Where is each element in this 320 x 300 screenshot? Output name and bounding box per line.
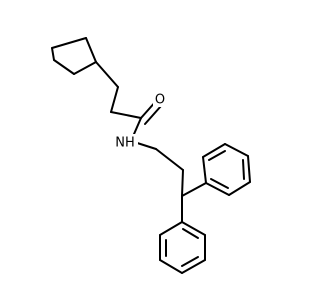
carbonyl-double-bond — [144, 105, 162, 125]
aromatic-inner-bond — [210, 178, 229, 189]
aromatic-inner-bond — [182, 228, 199, 239]
bond — [247, 155, 251, 183]
phenyl-ring-upper — [181, 143, 251, 197]
molecule-structure-diagram: O NH — [51, 37, 251, 274]
propanamide-chain — [95, 61, 162, 142]
bond — [159, 221, 183, 236]
bond — [181, 259, 206, 274]
bond — [159, 259, 183, 274]
propyl-linker — [130, 140, 184, 197]
bond — [181, 221, 206, 236]
bond — [205, 182, 230, 196]
bond — [51, 37, 87, 49]
bond — [228, 181, 251, 196]
bond — [51, 47, 55, 61]
bond — [181, 182, 207, 197]
nh-atom-label: NH — [115, 136, 135, 151]
bond — [202, 143, 226, 158]
bond — [53, 59, 75, 75]
bond — [95, 61, 119, 88]
oxygen-label-background — [153, 91, 167, 107]
aromatic-inner-bond — [242, 159, 245, 180]
oxygen-atom-label: O — [155, 93, 165, 108]
atom-labels: O NH — [114, 91, 167, 151]
nh-label-background — [114, 134, 138, 150]
phenyl-ring-lower — [159, 195, 206, 274]
bond — [202, 156, 207, 184]
bond — [181, 169, 184, 197]
cyclopentane-ring — [51, 37, 97, 75]
bond — [110, 86, 119, 113]
bond — [73, 61, 97, 75]
bond — [85, 37, 97, 63]
aromatic-inner-bond — [208, 150, 226, 161]
aromatic-inner-bond — [181, 256, 199, 267]
bond — [110, 111, 142, 119]
bond — [224, 143, 249, 157]
bond — [155, 148, 184, 171]
